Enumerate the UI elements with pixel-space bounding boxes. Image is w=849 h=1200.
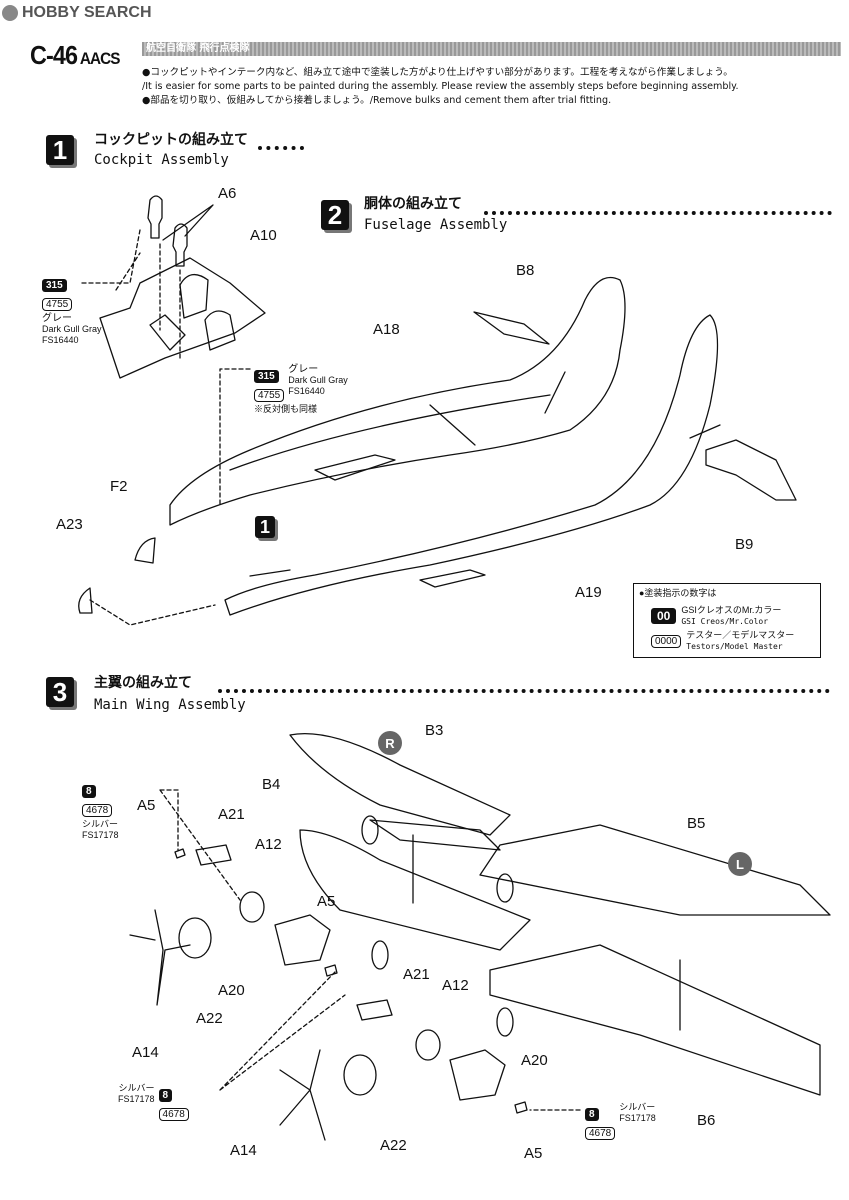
step-1-divider bbox=[258, 146, 304, 150]
label-b9: B9 bbox=[735, 536, 754, 553]
cowling-a22-lower bbox=[343, 1054, 377, 1096]
label-b6: B6 bbox=[697, 1112, 716, 1129]
nose-cone-a23 bbox=[78, 587, 93, 614]
wing-inner-b6 bbox=[489, 944, 821, 1096]
wing-inner-b4 bbox=[299, 829, 531, 951]
label-a21-lower: A21 bbox=[403, 966, 430, 983]
label-a10: A10 bbox=[250, 227, 277, 244]
fuselage-left-a18 bbox=[169, 276, 626, 526]
engine-a12-lower bbox=[415, 1029, 441, 1061]
left-marker bbox=[728, 852, 752, 876]
label-a22-upper: A22 bbox=[196, 1010, 223, 1027]
intro-text: ●コックピットやインテーク内など、組み立て途中で塗装した方がより仕上げやすい部分… bbox=[142, 67, 739, 106]
step-2-divider bbox=[484, 211, 832, 215]
part-a5-lower bbox=[514, 1101, 528, 1114]
part-a5-upper bbox=[174, 848, 186, 859]
label-a21-upper: A21 bbox=[218, 806, 245, 823]
label-a5-lower: A5 bbox=[524, 1145, 543, 1162]
label-a18: A18 bbox=[373, 321, 400, 338]
right-marker bbox=[378, 731, 402, 755]
label-b8: B8 bbox=[516, 262, 535, 279]
label-f2: F2 bbox=[110, 478, 128, 495]
wing-right-b3 bbox=[289, 732, 511, 836]
step-2-title-jp: 胴体の組み立て bbox=[364, 196, 462, 212]
label-b5: B5 bbox=[687, 815, 706, 832]
ref-step-1-marker: 1 bbox=[255, 516, 275, 538]
step-2-number: 2 bbox=[321, 200, 349, 230]
propeller-a14-upper bbox=[129, 909, 191, 1006]
logo-icon bbox=[2, 5, 18, 21]
label-a20-lower: A20 bbox=[521, 1052, 548, 1069]
step-2-title-en: Fuselage Assembly bbox=[364, 217, 508, 233]
paint-legend: ●塗装指示の数字は 00 GSIクレオスのMr.カラー GSI Creos/Mr… bbox=[633, 583, 821, 658]
paint-callout-silver-lower-right: 8 4678 シルバー FS17178 bbox=[585, 1102, 656, 1140]
step-1-number: 1 bbox=[46, 135, 74, 165]
engine-a12-upper bbox=[239, 891, 265, 923]
label-b3: B3 bbox=[425, 722, 444, 739]
step-1-title-jp: コックピットの組み立て bbox=[94, 132, 248, 148]
label-a12-lower: A12 bbox=[442, 977, 469, 994]
cockpit-seat-a6-upper bbox=[147, 195, 163, 239]
label-a5-upper: A5 bbox=[137, 797, 156, 814]
label-a20-upper: A20 bbox=[218, 982, 245, 999]
label-a6: A6 bbox=[218, 185, 237, 202]
paint-callout-gray-cockpit: 315 4755 グレー Dark Gull Gray FS16440 bbox=[42, 279, 102, 345]
part-a21-upper bbox=[195, 844, 232, 866]
part-a21-lower bbox=[356, 999, 393, 1021]
svg-text:L: L bbox=[736, 857, 744, 872]
step-3-divider bbox=[218, 689, 830, 693]
cockpit-seat-a6-lower bbox=[172, 223, 188, 267]
stabilizer-b8 bbox=[473, 311, 550, 345]
cowling-a22-upper bbox=[178, 917, 212, 959]
cockpit-tub-a10 bbox=[99, 257, 266, 379]
propeller-a14-lower bbox=[279, 1049, 326, 1141]
step-3-title-en: Main Wing Assembly bbox=[94, 697, 246, 713]
paint-callout-gray-fuselage: 315 4755 グレー Dark Gull Gray FS16440 ※反対側… bbox=[254, 364, 348, 414]
paint-callout-silver-upper: 8 4678 シルバー FS17178 bbox=[82, 785, 119, 840]
label-a14-upper: A14 bbox=[132, 1044, 159, 1061]
label-b4: B4 bbox=[262, 776, 281, 793]
step-1-title-en: Cockpit Assembly bbox=[94, 152, 229, 168]
title-band: 航空自衛隊 飛行点検隊 bbox=[142, 42, 841, 56]
stabilizer-b9 bbox=[705, 439, 797, 501]
wing-left-b5 bbox=[479, 824, 831, 916]
svg-text:R: R bbox=[385, 736, 395, 751]
label-a14-lower: A14 bbox=[230, 1142, 257, 1159]
nacelle-a20-upper bbox=[274, 914, 331, 966]
fuselage-right-a19 bbox=[224, 314, 719, 616]
label-a19: A19 bbox=[575, 584, 602, 601]
nacelle-a20-lower bbox=[449, 1049, 506, 1101]
step-3-title-jp: 主翼の組み立て bbox=[94, 675, 192, 691]
label-a5-middle: A5 bbox=[317, 893, 336, 910]
site-logo: HOBBY SEARCH bbox=[2, 4, 152, 22]
label-a23: A23 bbox=[56, 516, 83, 533]
label-a12-upper: A12 bbox=[255, 836, 282, 853]
step-3-number: 3 bbox=[46, 677, 74, 707]
paint-callout-silver-lower-left: シルバー FS17178 8 4678 bbox=[118, 1083, 189, 1121]
label-a22-lower: A22 bbox=[380, 1137, 407, 1154]
nose-part-f2 bbox=[134, 537, 156, 564]
